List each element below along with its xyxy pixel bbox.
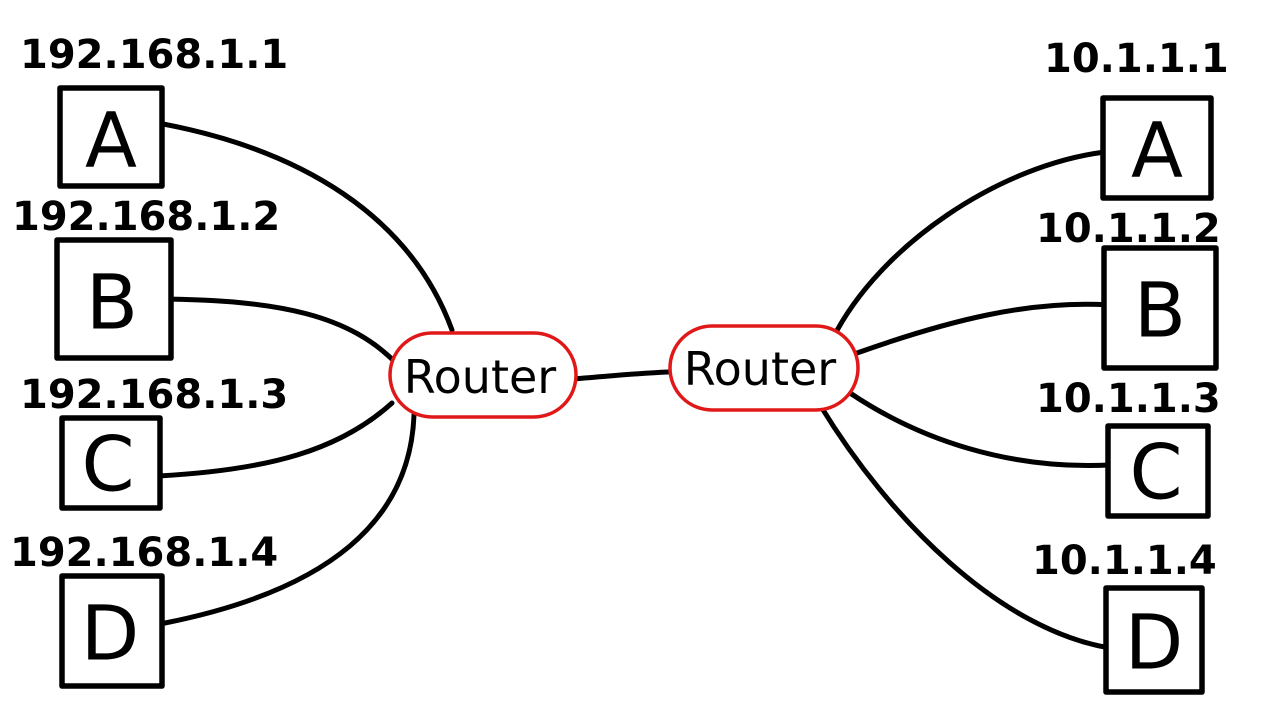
- host-left-a-ip: 192.168.1.1: [20, 32, 288, 78]
- host-left-a-box: [57, 85, 165, 189]
- link-right-router-b: [854, 301, 1113, 356]
- link-left-b-router: [157, 296, 401, 368]
- host-left-b-letter: B: [86, 258, 138, 347]
- host-left-d-ip: 192.168.1.4: [10, 530, 278, 576]
- link-left-d-router: [162, 412, 417, 626]
- host-right-a-box: [1100, 95, 1214, 201]
- host-right-c-ip: 10.1.1.3: [1036, 376, 1221, 422]
- host-left-b-box: [54, 237, 174, 361]
- host-right-b-box: [1101, 245, 1219, 371]
- left-links: [155, 121, 455, 626]
- host-right-d-letter: D: [1125, 598, 1184, 687]
- host-left-b-ip: 192.168.1.2: [12, 194, 280, 240]
- host-right-d-ip: 10.1.1.4: [1032, 538, 1217, 584]
- host-left-c-ip: 192.168.1.3: [20, 372, 288, 418]
- right-links: [817, 149, 1113, 651]
- host-left-d-box: [59, 573, 165, 689]
- host-left-a-letter: A: [85, 96, 137, 185]
- host-left-c-letter: C: [81, 420, 134, 509]
- host-left-d-letter: D: [81, 589, 140, 678]
- link-right-router-d: [817, 402, 1113, 651]
- right-network: 10.1.1.1 A 10.1.1.2 B 10.1.1.3 C 10.1.1.…: [1032, 36, 1229, 695]
- link-router-router: [569, 369, 671, 382]
- host-right-c-letter: C: [1129, 428, 1182, 517]
- host-right-a-ip: 10.1.1.1: [1044, 36, 1229, 82]
- link-left-c-router: [155, 400, 395, 479]
- link-right-router-c: [847, 390, 1113, 469]
- left-network: 192.168.1.1 A 192.168.1.2 B 192.168.1.3 …: [10, 32, 288, 689]
- host-right-d-box: [1103, 585, 1205, 695]
- host-right-a-letter: A: [1131, 106, 1183, 195]
- link-left-a-router: [160, 121, 455, 333]
- host-right-b-letter: B: [1134, 266, 1186, 355]
- router-left-outline: [388, 331, 578, 419]
- link-right-router-a: [830, 149, 1108, 341]
- router-left-label: Router: [404, 350, 557, 404]
- host-right-b-ip: 10.1.1.2: [1036, 206, 1221, 252]
- router-left: Router: [388, 331, 578, 419]
- host-right-c-box: [1105, 423, 1211, 519]
- router-right-outline: [668, 324, 860, 412]
- router-right-label: Router: [684, 342, 837, 396]
- router-right: Router: [668, 324, 860, 412]
- host-left-c-box: [59, 415, 163, 511]
